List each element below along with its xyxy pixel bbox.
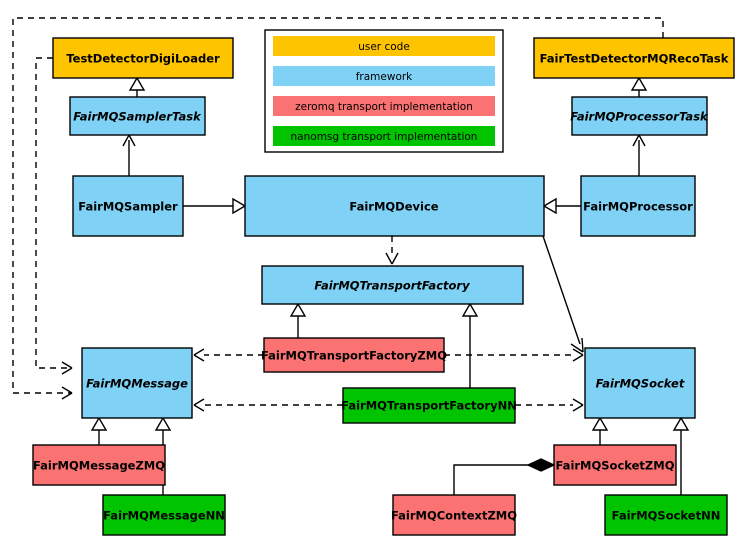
node-fairmqmessagezmq[interactable]: FairMQMessageZMQ — [32, 444, 166, 486]
node-fairmqsampler[interactable]: FairMQSampler — [72, 175, 184, 237]
node-fairmqprocessor[interactable]: FairMQProcessor — [580, 175, 696, 237]
edge-device-to-transportfactory — [385, 236, 399, 265]
node-label: FairMQSampler — [78, 200, 178, 214]
edge-socketzmq-to-socket — [591, 416, 609, 445]
edge-transportfactoryzmq-to-message — [193, 348, 264, 362]
edge-sampler-to-samplertask — [122, 134, 136, 176]
node-fairtestdetectormqrecotask[interactable]: FairTestDetectorMQRecoTask — [533, 37, 735, 79]
node-label: FairMQSamplerTask — [73, 110, 202, 124]
node-label: FairMQMessage — [86, 377, 188, 391]
edge-transportfactorynn-to-socket — [515, 398, 584, 412]
edge-digiloader-to-message — [35, 57, 73, 375]
node-fairmqsocket[interactable]: FairMQSocket — [584, 347, 696, 419]
legend-label: zeromq transport implementation — [295, 101, 473, 113]
edge-contextzmq-to-socketzmq — [453, 458, 556, 495]
node-label: TestDetectorDigiLoader — [66, 52, 220, 66]
node-label: FairMQMessageZMQ — [33, 459, 165, 473]
edge-transportfactoryzmq-to-transportfactory — [289, 302, 307, 338]
node-fairmqcontextzmq[interactable]: FairMQContextZMQ — [391, 494, 517, 536]
node-testdetectordigiloader[interactable]: TestDetectorDigiLoader — [52, 37, 234, 79]
legend-label: user code — [358, 41, 410, 53]
node-label: FairMQProcessorTask — [570, 110, 709, 124]
node-label: FairMQTransportFactoryNN — [341, 399, 517, 413]
edge-layer — [12, 17, 690, 495]
legend-item-user-code: user code — [273, 36, 495, 56]
node-fairmqdevice[interactable]: FairMQDevice — [244, 175, 545, 237]
legend-item-nanomsg: nanomsg transport implementation — [273, 126, 495, 146]
node-layer: TestDetectorDigiLoader FairTestDetectorM… — [32, 37, 735, 536]
node-label: FairMQDevice — [349, 200, 438, 214]
node-fairmqsamplertask[interactable]: FairMQSamplerTask — [69, 96, 206, 136]
node-label: FairMQContextZMQ — [391, 509, 517, 523]
edge-transportfactorynn-to-message — [193, 398, 343, 412]
node-label: FairMQSocketNN — [612, 509, 721, 523]
edge-messagezmq-to-message — [90, 416, 108, 445]
edge-recotask-to-message — [12, 17, 664, 400]
legend-item-framework: framework — [273, 66, 495, 86]
edge-transportfactorynn-to-transportfactory — [461, 302, 479, 388]
node-label: FairMQTransportFactory — [314, 279, 470, 293]
node-label: FairMQSocketZMQ — [556, 459, 675, 473]
edge-sampler-to-device — [183, 197, 247, 215]
node-fairmqtransportfactory[interactable]: FairMQTransportFactory — [261, 265, 524, 305]
node-fairmqsocketnn[interactable]: FairMQSocketNN — [604, 494, 728, 536]
node-label: FairTestDetectorMQRecoTask — [540, 52, 729, 66]
node-fairmqmessage[interactable]: FairMQMessage — [81, 347, 193, 419]
legend-label: nanomsg transport implementation — [291, 131, 478, 143]
node-label: FairMQTransportFactoryZMQ — [261, 349, 447, 363]
node-label: FairMQMessageNN — [103, 509, 225, 523]
node-label: FairMQProcessor — [583, 200, 693, 214]
node-label: FairMQSocket — [596, 377, 685, 391]
edge-device-to-socket — [542, 235, 584, 353]
legend-label: framework — [356, 71, 413, 83]
edge-transportfactoryzmq-to-socket — [444, 348, 584, 362]
edge-socketnn-to-socket — [672, 416, 690, 495]
node-fairmqtransportfactorynn[interactable]: FairMQTransportFactoryNN — [341, 387, 517, 424]
edge-processor-to-device — [542, 197, 581, 215]
node-fairmqmessagenn[interactable]: FairMQMessageNN — [102, 494, 226, 536]
legend: user code framework zeromq transport imp… — [264, 29, 504, 153]
edge-processor-to-processortask — [632, 134, 646, 176]
legend-item-zeromq: zeromq transport implementation — [273, 96, 495, 116]
node-fairmqtransportfactoryzmq[interactable]: FairMQTransportFactoryZMQ — [261, 337, 447, 373]
node-fairmqsocketzmq[interactable]: FairMQSocketZMQ — [553, 444, 677, 486]
node-fairmqprocessortask[interactable]: FairMQProcessorTask — [570, 96, 709, 136]
edge-processortask-to-recotask — [630, 76, 648, 97]
edge-samplertask-to-digiloader — [128, 76, 146, 97]
